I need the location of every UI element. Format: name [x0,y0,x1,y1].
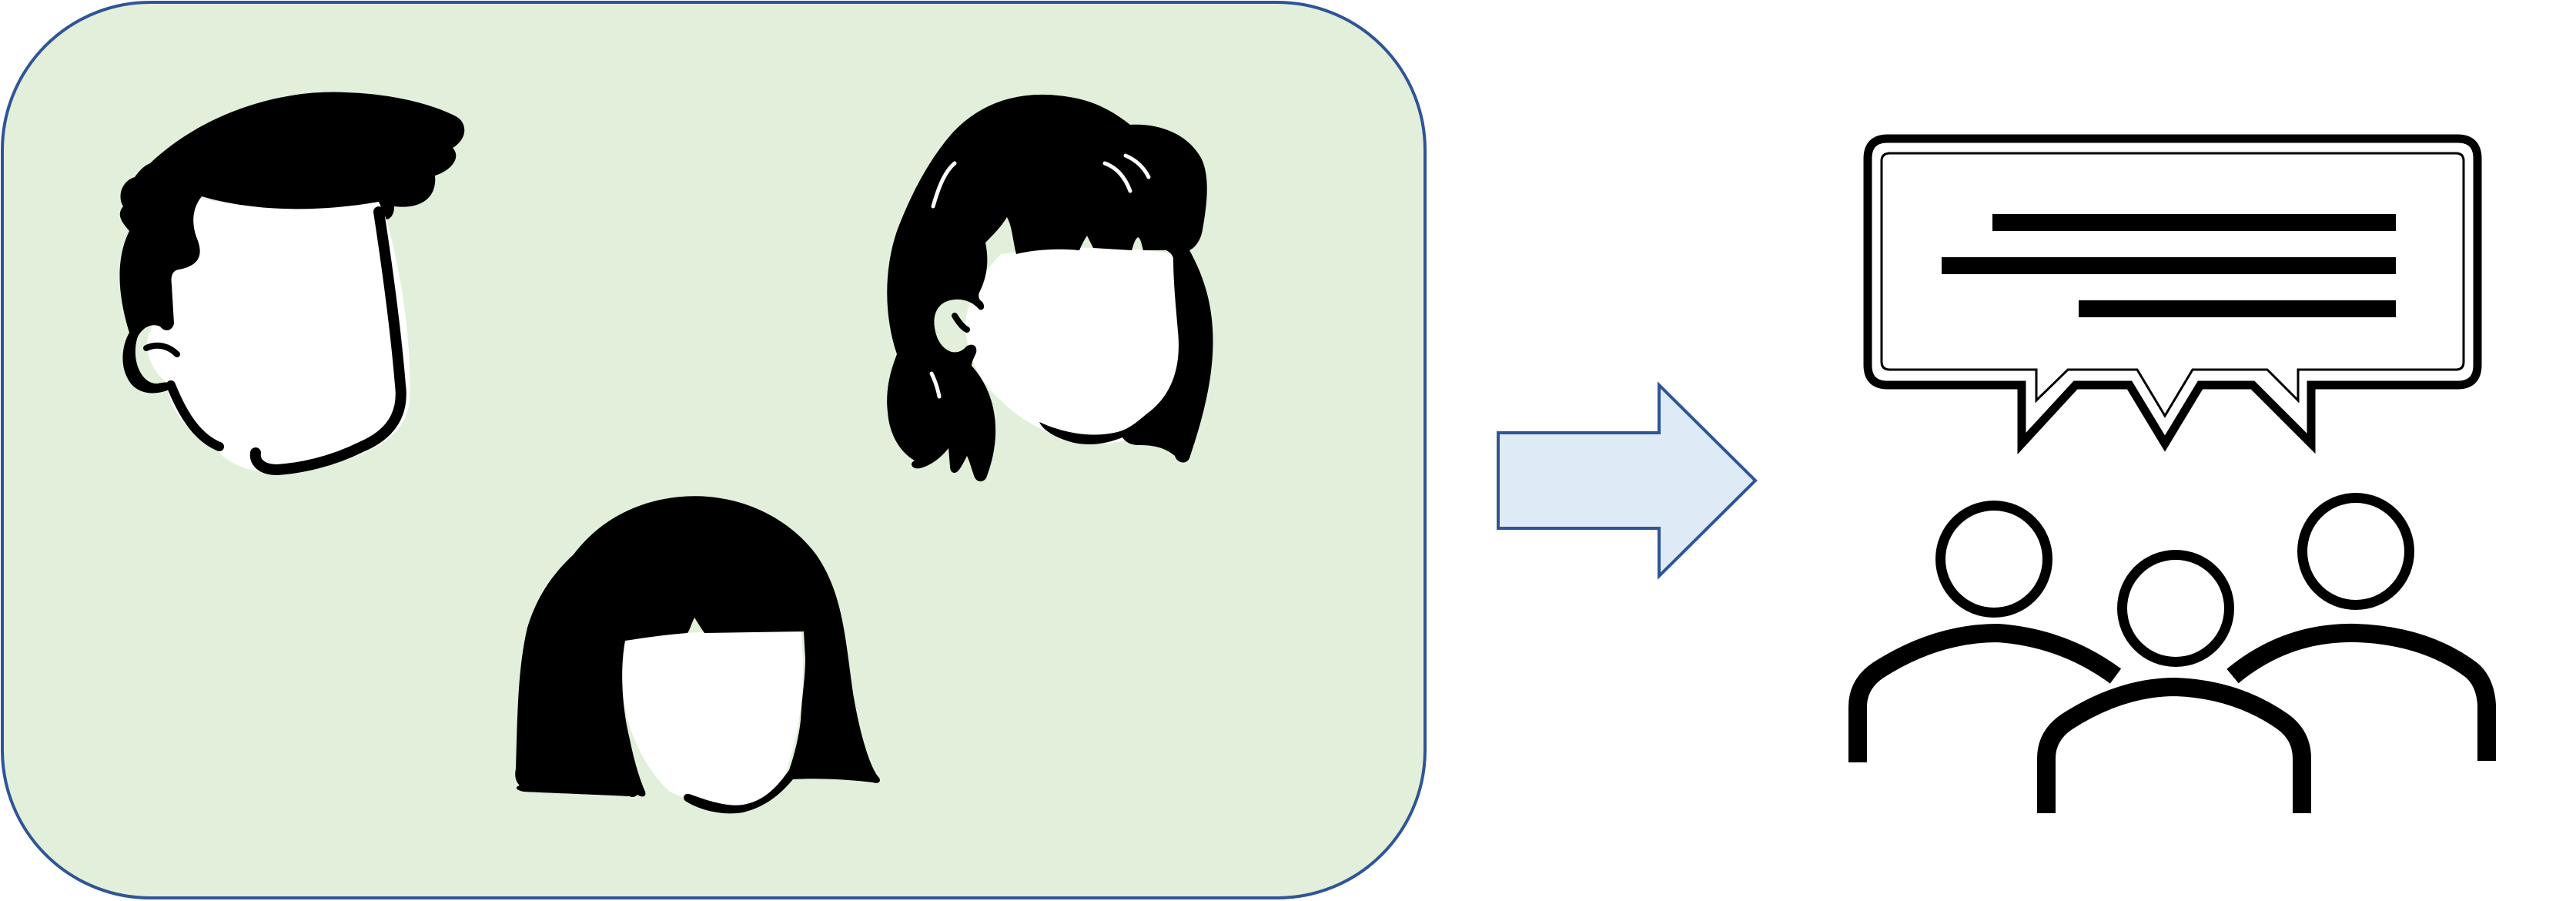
bubble-text-line [1942,257,2396,274]
woman-ponytail-face-icon [887,94,1213,482]
bubble-text-line [2079,300,2396,317]
person-icon [2037,550,2311,813]
group-discussion-icon [1848,134,2496,813]
person-icon [1848,501,2122,762]
woman-bob-hair-face-icon [515,496,880,814]
bubble-text-line [1992,214,2396,231]
right-arrow-icon [1497,381,1758,580]
speech-bubble-icon [1863,134,2482,455]
person-icon [2226,493,2496,761]
man-short-hair-face-icon [119,92,465,476]
